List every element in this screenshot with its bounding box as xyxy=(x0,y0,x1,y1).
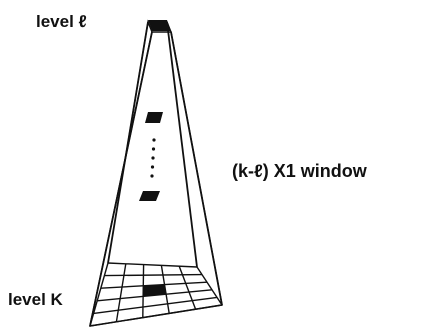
ellipsis-dot xyxy=(150,165,155,169)
base-grid-col-line xyxy=(178,265,197,310)
ellipsis-dot xyxy=(151,147,156,151)
base-grid-col-line xyxy=(160,265,170,314)
intermediate-cell-upper xyxy=(145,112,163,123)
ellipsis-dot xyxy=(150,174,154,178)
base-grid-row-line xyxy=(100,281,208,289)
pyramid-ridge-front-right xyxy=(170,31,223,306)
base-grid-col-line xyxy=(115,263,127,322)
base-grid-col-line xyxy=(89,262,109,327)
pyramid-body xyxy=(89,19,223,327)
base-grid-row-line xyxy=(107,262,198,268)
base-grid-col-line xyxy=(196,266,223,306)
base-grid-row-line xyxy=(97,289,213,302)
base-grid-row-line xyxy=(93,296,218,315)
pyramid-ridge-front-left xyxy=(89,31,153,327)
base-grid-row-line xyxy=(89,304,223,327)
apex-cell xyxy=(148,20,171,31)
window-label: (k-ℓ) X1 window xyxy=(232,161,368,181)
pyramid-ridge-right xyxy=(166,21,198,268)
bottom-level-label: level K xyxy=(8,290,64,309)
ellipsis-dot xyxy=(152,138,156,142)
ellipsis-dots xyxy=(150,138,156,178)
ellipsis-dot xyxy=(151,156,155,160)
base-grid-row-line xyxy=(104,273,203,277)
top-level-label: level ℓ xyxy=(36,12,87,31)
base-highlighted-cell xyxy=(143,284,167,297)
base-grid-col-line xyxy=(142,264,145,318)
base-grid xyxy=(89,262,223,327)
intermediate-cell-lower xyxy=(139,191,160,201)
